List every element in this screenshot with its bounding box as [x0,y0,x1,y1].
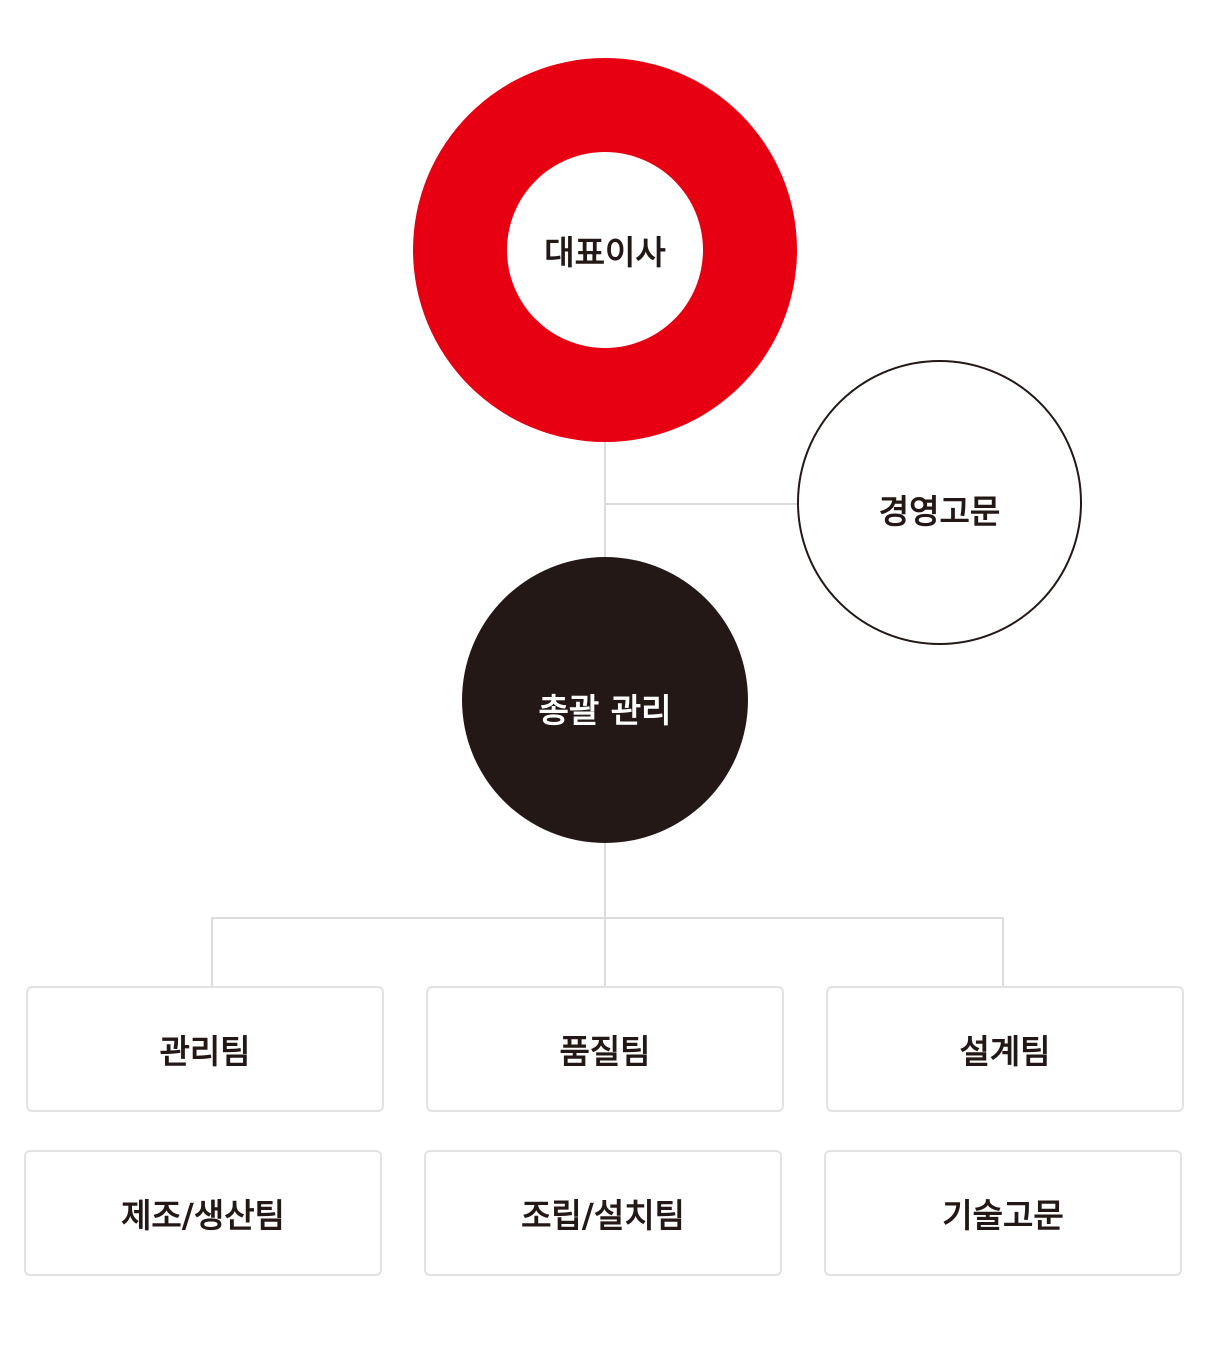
general-management-node: 총괄 관리 [462,557,748,843]
team-label: 조립/설치팀 [521,1196,685,1235]
team-label: 기술고문 [942,1196,1064,1235]
team-box-manufacturing: 제조/생산팀 [24,1150,382,1276]
ceo-node: 대표이사 [413,58,797,442]
team-label: 설계팀 [959,1032,1051,1071]
connector-ceo-to-gm [604,442,606,558]
connector-team-left [211,917,213,988]
connector-horizontal-teams [211,917,1004,919]
team-box-assembly: 조립/설치팀 [424,1150,782,1276]
connector-gm-to-teams [604,843,606,988]
team-label: 품질팀 [559,1032,651,1071]
connector-to-advisor [606,503,798,505]
team-box-quality: 품질팀 [426,986,784,1112]
advisor-label: 경영고문 [878,491,1001,531]
team-label: 제조/생산팀 [121,1196,285,1235]
team-box-admin: 관리팀 [26,986,384,1112]
team-box-design: 설계팀 [826,986,1184,1112]
ceo-node-center: 대표이사 [507,152,703,348]
connector-team-right [1002,917,1004,988]
team-label: 관리팀 [159,1032,251,1071]
team-box-tech-advisor: 기술고문 [824,1150,1182,1276]
advisor-node: 경영고문 [797,360,1082,645]
ceo-label: 대표이사 [544,233,666,272]
general-management-label: 총괄 관리 [538,691,672,730]
